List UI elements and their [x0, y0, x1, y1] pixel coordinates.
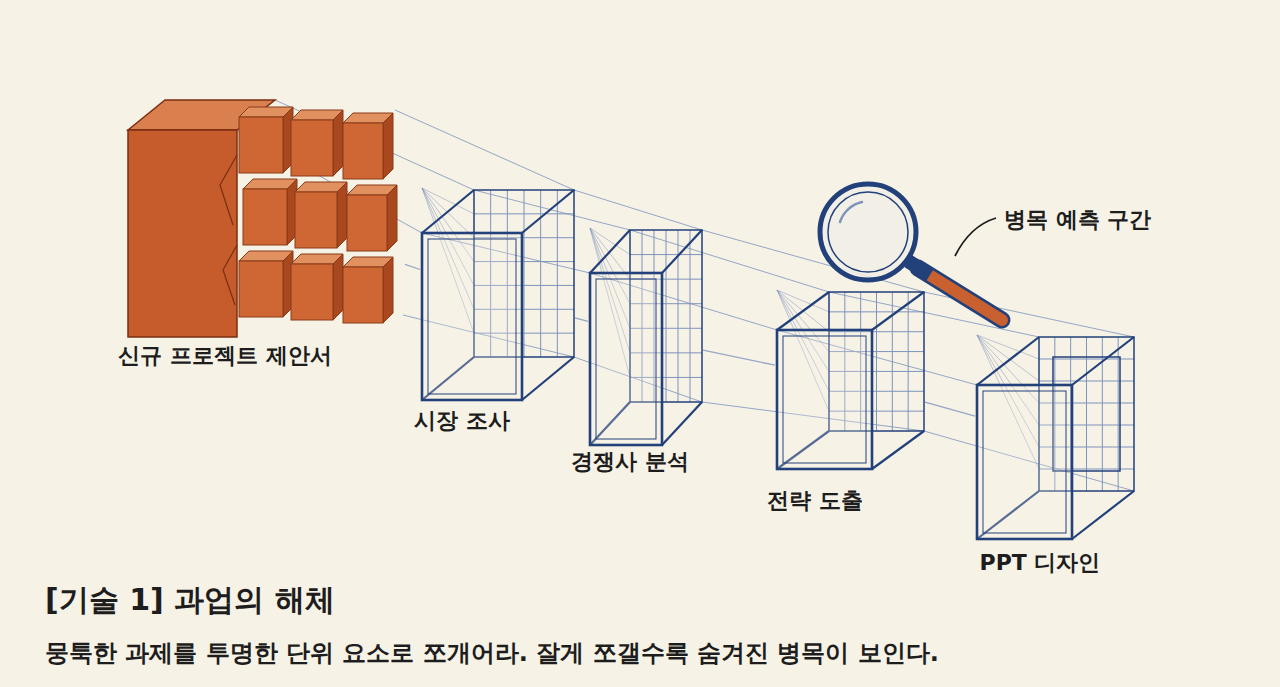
wireframe-box [420, 188, 575, 403]
caption: 뭉툭한 과제를 투명한 단위 요소로 쪼개어라. 잘게 쪼갤수록 숨겨진 병목이… [45, 637, 1255, 669]
projection-line [924, 292, 1134, 337]
leader-line [955, 218, 996, 256]
task-label: 전략 도출 [767, 488, 863, 514]
task-box: 시장 조사 [420, 188, 575, 403]
projection-connector [405, 264, 420, 269]
task-cube: 신규 프로젝트 제안서 [125, 95, 405, 340]
heading: [기술 1] 과업의 해체 [45, 580, 335, 621]
task-box: PPT 디자인 [975, 335, 1135, 542]
task-label: 시장 조사 [414, 408, 510, 434]
task-box: 경쟁사 분석 [588, 228, 703, 448]
projection-connector [703, 350, 775, 365]
projection-line [275, 100, 474, 190]
task-label: 경쟁사 분석 [571, 449, 689, 475]
task-box: 전략 도출 [775, 290, 925, 472]
callout-label: 병목 예측 구간 [1004, 205, 1151, 235]
projection-line [395, 110, 574, 190]
magnifier [820, 184, 1002, 320]
projection-connector [925, 402, 975, 416]
projection-line [574, 190, 702, 230]
wireframe-box [775, 290, 925, 472]
task-label: 신규 프로젝트 제안서 [118, 343, 331, 369]
projection-line [702, 230, 924, 292]
projection-connector [575, 318, 588, 322]
projection-line [474, 190, 630, 230]
wireframe-box [588, 228, 703, 448]
wireframe-box [975, 335, 1135, 542]
task-label: PPT 디자인 [980, 550, 1101, 576]
cube-illustration [125, 95, 405, 340]
